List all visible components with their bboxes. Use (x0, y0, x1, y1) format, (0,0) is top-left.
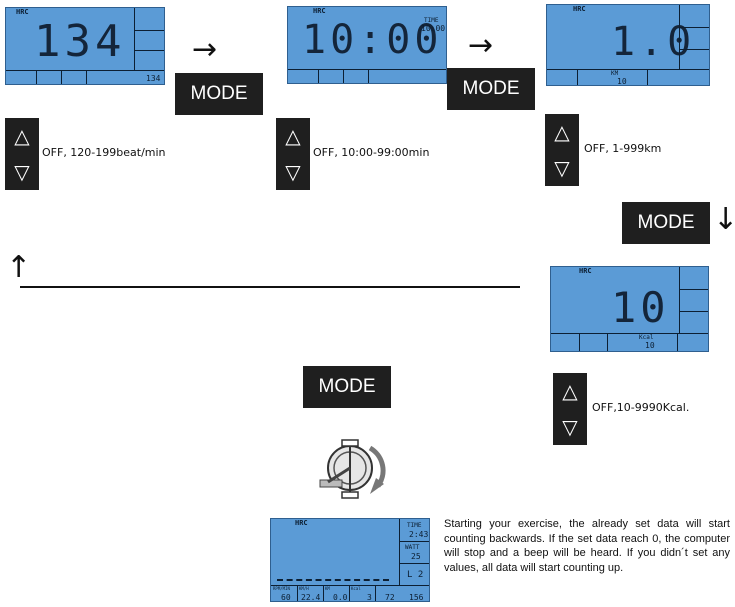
lcd-small-value: 10 (645, 341, 655, 350)
watt-label: WATT (405, 544, 420, 551)
up-triangle-icon[interactable]: △ (562, 379, 578, 403)
exercise-description: Starting your exercise, the already set … (444, 518, 730, 574)
up-down-pad-3[interactable]: △ ▽ (545, 114, 579, 186)
time-value: 2:43 (409, 530, 429, 539)
up-triangle-icon[interactable]: △ (554, 120, 570, 144)
lcd-unit: Kcal (639, 334, 654, 341)
mode-button-1[interactable]: MODE (175, 73, 263, 115)
pedal-crank-icon (319, 439, 386, 499)
bottom-value-km: 0.0 (333, 593, 348, 602)
lcd-unit: KM (611, 70, 619, 77)
range-time: OFF, 10:00-99:00min (313, 146, 430, 159)
mode-label: MODE (190, 83, 248, 104)
lcd-header: HRC (313, 7, 326, 15)
bottom-label-rpm: RPM/MIN (273, 586, 290, 591)
mode-button-4[interactable]: MODE (303, 366, 391, 408)
up-triangle-icon[interactable]: △ (14, 124, 30, 148)
bottom-value-speed: 22.4 (301, 593, 321, 602)
bottom-value-heart-max: 156 (409, 593, 424, 602)
lcd-big-value: 10 (611, 283, 670, 332)
mode-label: MODE (318, 376, 376, 397)
up-down-pad-1[interactable]: △ ▽ (5, 118, 39, 190)
level-value: L 2 (407, 570, 424, 580)
arrow-right-icon: → (192, 32, 218, 67)
lcd-header: HRC (579, 267, 592, 275)
lcd-header: HRC (16, 8, 29, 16)
lcd-small-value: 10 (617, 77, 627, 86)
mode-button-2[interactable]: MODE (447, 68, 535, 110)
lcd-time: HRC 10:00 TIME 10:00 (287, 6, 447, 84)
down-triangle-icon[interactable]: ▽ (285, 160, 301, 184)
mode-button-3[interactable]: MODE (622, 202, 710, 244)
lcd-big-value: 1.0 (611, 19, 696, 65)
down-triangle-icon[interactable]: ▽ (562, 415, 578, 439)
lcd-big-value: 10:00 (302, 17, 443, 63)
arrow-down-icon: ↓ (713, 202, 735, 237)
bottom-value-rpm: 60 (281, 593, 291, 602)
arrow-right-icon: → (468, 28, 494, 63)
lcd-workout: HRC TIME 2:43 WATT 25 L 2 RPM/MIN KM/H K… (270, 518, 430, 602)
lcd-header: HRC (295, 519, 308, 527)
lcd-heart-rate: HRC 134 134 (5, 7, 165, 85)
return-flow-line (20, 286, 520, 288)
bottom-value-kcal: 3 (367, 593, 372, 602)
range-calories: OFF,10-9990Kcal. (592, 401, 690, 414)
bottom-label-speed: KM/H (299, 586, 309, 591)
range-heart-rate: OFF, 120-199beat/min (42, 146, 166, 159)
up-down-pad-4[interactable]: △ ▽ (553, 373, 587, 445)
mode-label: MODE (462, 78, 520, 99)
up-triangle-icon[interactable]: △ (285, 124, 301, 148)
arrow-up-icon: ↑ (6, 250, 32, 285)
bottom-label-kcal: Kcal (351, 586, 361, 591)
up-down-pad-2[interactable]: △ ▽ (276, 118, 310, 190)
lcd-big-value: 134 (34, 16, 126, 67)
bottom-value-heart: 72 (385, 593, 395, 602)
lcd-distance: HRC 1.0 KM 10 (546, 4, 710, 86)
time-side-value: 10:00 (421, 24, 446, 33)
lcd-small-value: 134 (146, 74, 161, 83)
down-triangle-icon[interactable]: ▽ (14, 160, 30, 184)
time-side-label: TIME (424, 17, 439, 24)
time-label: TIME (407, 522, 422, 529)
mode-label: MODE (637, 212, 695, 233)
range-distance: OFF, 1-999km (584, 142, 662, 155)
bottom-label-km: KM (325, 586, 330, 591)
down-triangle-icon[interactable]: ▽ (554, 156, 570, 180)
lcd-header: HRC (573, 5, 586, 13)
watt-value: 25 (411, 552, 421, 561)
lcd-calories: HRC 10 Kcal 10 (550, 266, 709, 352)
